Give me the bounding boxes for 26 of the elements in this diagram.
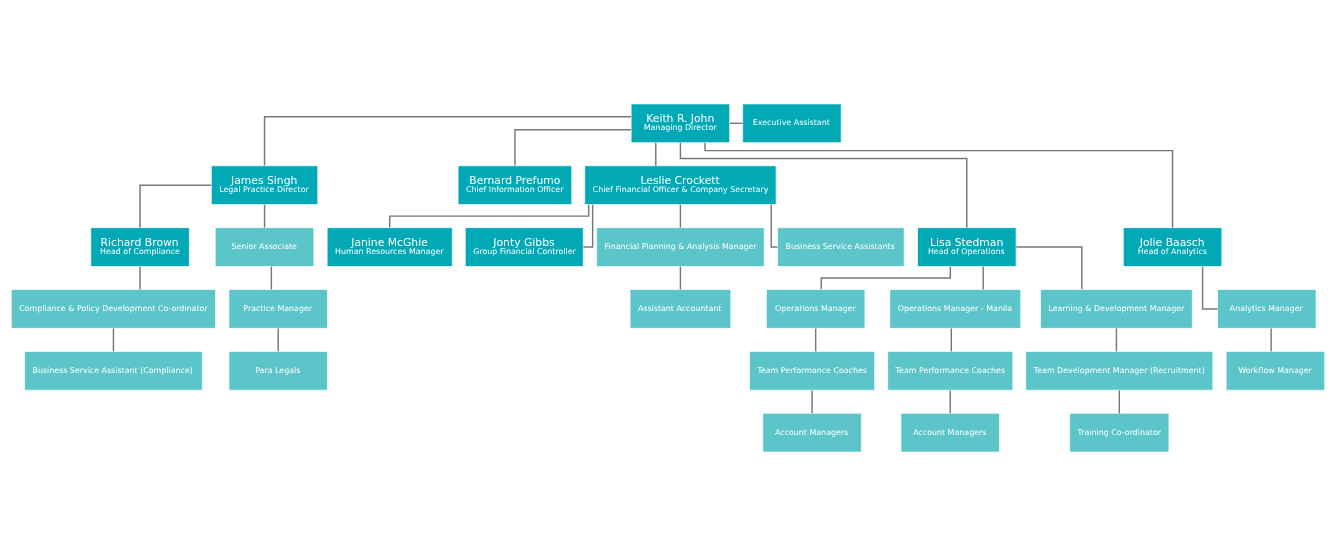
connector: [263, 116, 632, 167]
connector: [263, 204, 266, 229]
connector: [949, 389, 951, 414]
connector: [814, 327, 817, 353]
connector: [820, 266, 952, 290]
connector: [1015, 246, 1083, 291]
connector: [770, 204, 779, 248]
connector: [1115, 327, 1118, 353]
connector: [270, 265, 273, 291]
connector: [1118, 389, 1121, 414]
connector: [112, 327, 115, 353]
connector: [950, 327, 953, 353]
connector: [679, 204, 682, 229]
connector: [139, 265, 141, 291]
connector: [514, 129, 632, 167]
connector: [139, 184, 212, 229]
connector: [811, 389, 813, 414]
connector: [679, 142, 968, 229]
connector: [679, 265, 682, 291]
connector: [982, 265, 984, 291]
connector: [1270, 327, 1272, 353]
connector: [704, 142, 1174, 229]
connector: [277, 327, 279, 353]
connector: [582, 204, 594, 248]
connector: [389, 204, 590, 228]
connector: [655, 142, 657, 167]
